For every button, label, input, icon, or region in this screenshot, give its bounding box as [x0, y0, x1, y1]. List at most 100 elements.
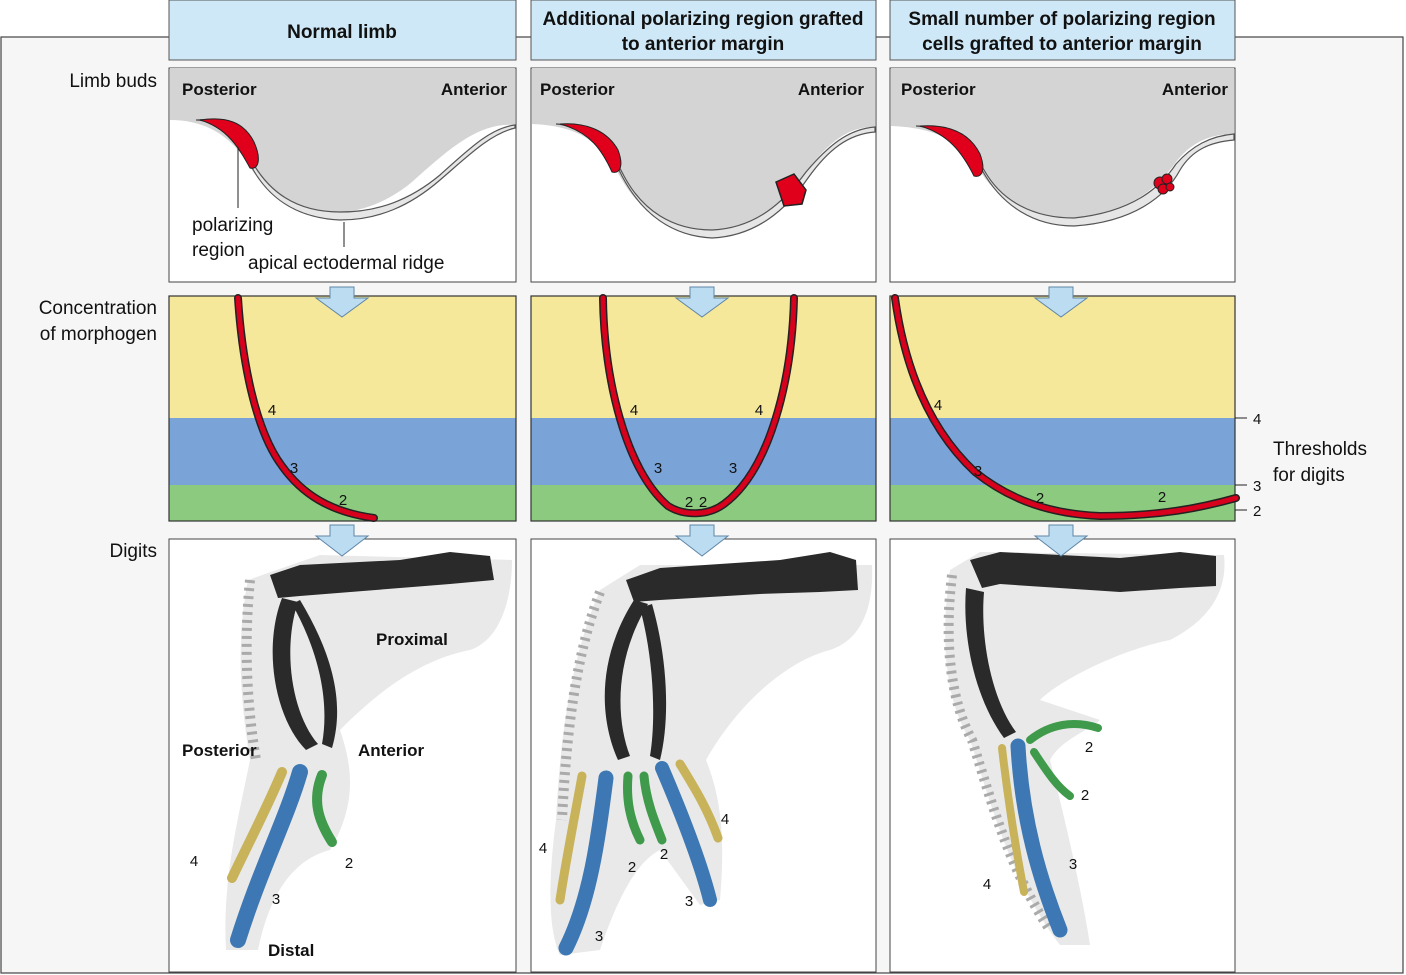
feather-buds: [557, 590, 605, 821]
digits-panel-polarizing-graft: 4 2 2 3 3 4: [530, 538, 877, 973]
digit-2-bone: [312, 770, 337, 847]
label-anterior: Anterior: [441, 80, 508, 99]
label-posterior: Posterior: [540, 80, 615, 99]
down-arrow-icon: [1033, 524, 1089, 557]
digit-3-posterior-bone: [558, 770, 614, 956]
digit-2-anterior-bone: [639, 771, 667, 845]
threshold-ticks: 4 3 2 Thresholds for digits: [1235, 411, 1367, 520]
down-arrow-icon: [674, 286, 730, 318]
digit-number-3: 3: [1069, 856, 1077, 873]
label-polarizing-region-line-2: region: [192, 240, 245, 261]
digit-2-posterior-bone: [623, 771, 645, 845]
curve-label-2-right: 2: [699, 494, 707, 511]
label-anterior: Anterior: [798, 80, 865, 99]
digit-number-2: 2: [345, 855, 353, 872]
curve-label-4-right: 4: [755, 402, 763, 419]
morphogen-curve: [600, 295, 797, 516]
digit-number-4: 4: [983, 876, 991, 893]
limb-bud-panel-polarizing-graft: Posterior Anterior: [530, 67, 877, 283]
row-label-limb-buds: Limb buds: [69, 71, 157, 92]
digit-number-3: 3: [272, 891, 280, 908]
curve-label-2-left: 2: [685, 494, 693, 511]
curve-label-2-right: 2: [1158, 489, 1166, 506]
label-anterior: Anterior: [358, 741, 425, 760]
digit-number-2-lower: 2: [1081, 787, 1089, 804]
polarizing-region: [919, 125, 984, 177]
label-apical-ectodermal-ridge: apical ectodermal ridge: [248, 253, 444, 274]
digit-number-3-left: 3: [595, 928, 603, 945]
curve-label-4: 4: [934, 397, 942, 414]
threshold-tick-4: 4: [1253, 411, 1261, 428]
label-polarizing-region-line-1: polarizing: [192, 215, 273, 236]
down-arrow-icon: [314, 286, 370, 318]
morphogen-curve: [892, 295, 1239, 519]
digit-number-2-right: 2: [660, 846, 668, 863]
label-proximal: Proximal: [376, 630, 448, 649]
curve-label-3-left: 3: [654, 460, 662, 477]
row-label-concentration-line-1: Concentration: [39, 298, 157, 319]
digit-4-posterior-bone: [555, 771, 587, 905]
digit-3-bone: [1010, 738, 1068, 938]
humerus: [626, 552, 858, 602]
digit-4-bone: [998, 744, 1028, 896]
curve-label-3: 3: [290, 460, 298, 477]
flow-arrows: [314, 286, 1089, 557]
digits-panel-small-graft: 2 2 3 4: [889, 538, 1236, 973]
radius: [640, 604, 667, 760]
concentration-panel-2: 4 3 2 2 3 4: [530, 294, 877, 522]
ulna-radius: [965, 588, 1016, 738]
threshold-tick-3: 3: [1253, 478, 1261, 495]
column-title-1-line-1: Normal limb: [287, 22, 397, 43]
row-label-concentration-line-2: of morphogen: [40, 324, 157, 345]
down-arrow-icon: [674, 524, 730, 557]
curve-label-3-right: 3: [729, 460, 737, 477]
humerus: [270, 552, 494, 598]
polarizing-region: [559, 123, 622, 173]
column-title-2-line-1: Additional polarizing region grafted: [543, 9, 864, 30]
curve-label-4-left: 4: [630, 402, 638, 419]
apical-ectodermal-ridge: [555, 123, 876, 239]
digit-number-4: 4: [190, 853, 198, 870]
column-header-1: Normal limb: [168, 0, 517, 61]
bud-mesenchyme: [170, 68, 515, 213]
threshold-tick-2: 2: [1253, 503, 1261, 520]
digit-2-upper-bone: [1026, 720, 1102, 744]
wing-soft-tissue: [550, 565, 873, 955]
row-label-digits: Digits: [109, 541, 157, 562]
digit-number-2-upper: 2: [1085, 739, 1093, 756]
curve-label-4: 4: [268, 402, 276, 419]
concentration-panel-3: 4 3 2 2: [889, 294, 1240, 522]
radius: [292, 600, 338, 748]
label-posterior: Posterior: [182, 741, 257, 760]
label-posterior: Posterior: [901, 80, 976, 99]
grafted-polarizing-region: [775, 173, 807, 207]
digit-number-3-right: 3: [685, 893, 693, 910]
digit-number-2-left: 2: [628, 859, 636, 876]
thresholds-label-line-1: Thresholds: [1273, 439, 1367, 460]
digit-number-4-left: 4: [539, 840, 547, 857]
column-title-2-line-2: to anterior margin: [622, 34, 785, 55]
down-arrow-icon: [1033, 286, 1089, 318]
column-header-2: Additional polarizing region grafted to …: [530, 0, 877, 61]
label-distal: Distal: [268, 941, 314, 960]
column-header-3: Small number of polarizing region cells …: [889, 0, 1236, 61]
ulna: [272, 598, 318, 750]
limb-bud-panel-normal: Posterior Anterior polarizing region api…: [168, 67, 517, 283]
digit-4-bone: [227, 767, 287, 883]
column-title-3-line-1: Small number of polarizing region: [908, 9, 1215, 30]
limb-bud-panel-small-graft: Posterior Anterior: [889, 67, 1236, 283]
digit-3-bone: [230, 764, 308, 948]
concentration-panel-1: 4 3 2: [168, 294, 517, 522]
humerus: [970, 552, 1216, 592]
digit-2-lower-bone: [1030, 748, 1074, 800]
thresholds-label-line-2: for digits: [1273, 465, 1345, 486]
apical-ectodermal-ridge: [195, 119, 516, 221]
polarizing-region: [199, 118, 259, 169]
grafted-polarizing-cells: [1153, 173, 1175, 195]
digits-panel-normal: Proximal Posterior Anterior Distal 4 3 2: [168, 538, 517, 973]
label-anterior: Anterior: [1162, 80, 1229, 99]
curve-label-2-left: 2: [1036, 490, 1044, 507]
feather-buds: [241, 579, 261, 761]
label-posterior: Posterior: [182, 80, 257, 99]
